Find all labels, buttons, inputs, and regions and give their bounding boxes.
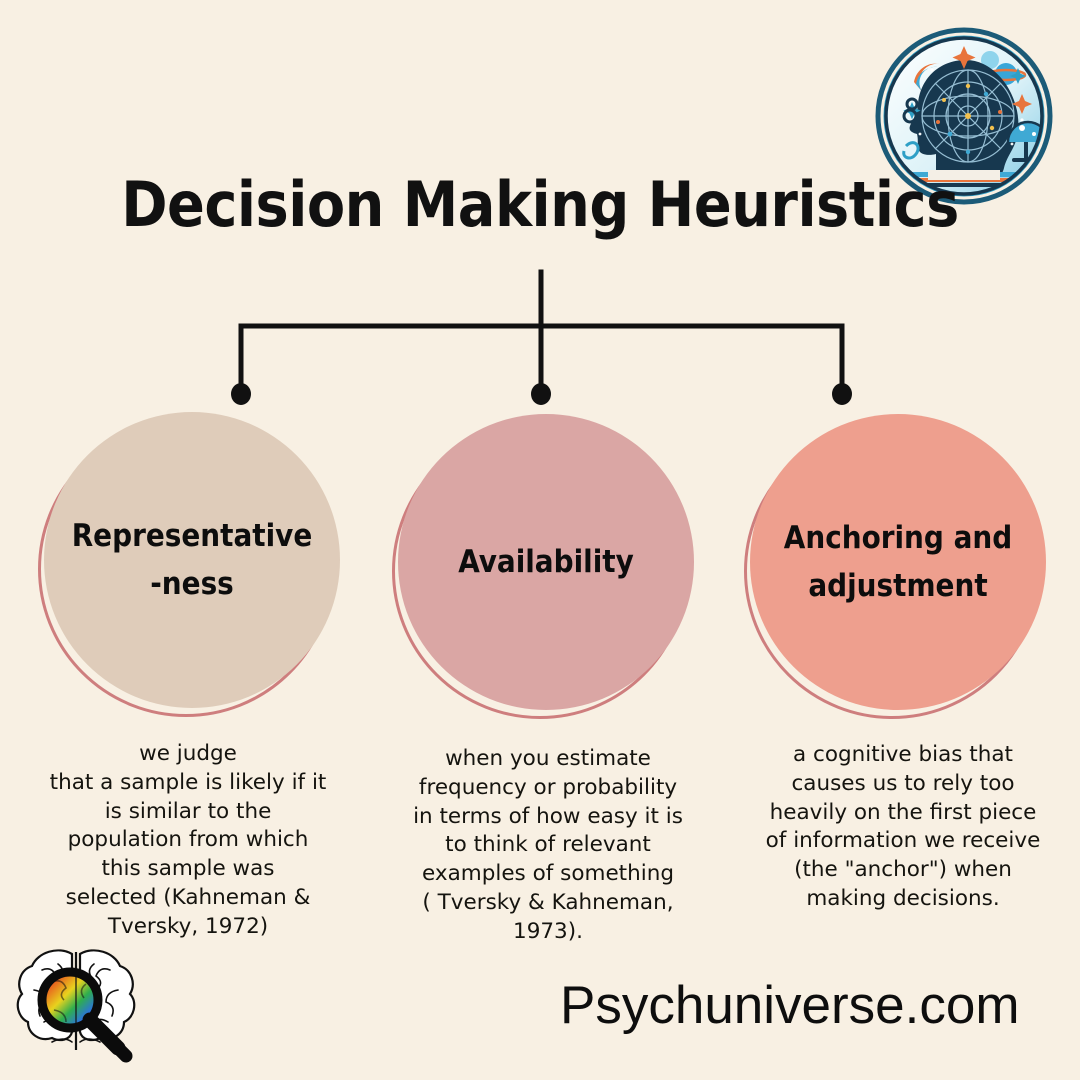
heuristic-circle-representativeness[interactable]: Representative -ness <box>38 412 340 717</box>
psychuniverse-badge-logo <box>872 24 1056 208</box>
circle-label: Representative -ness <box>71 517 313 602</box>
caption-anchoring-and-adjustment: a cognitive bias that causes us to rely … <box>765 742 1041 911</box>
heuristic-circle-anchoring-and-adjustment[interactable]: Anchoring and adjustment <box>744 414 1046 719</box>
page-title: Decision Making Heuristics <box>121 168 959 241</box>
site-brand: Psychuniverse.com <box>560 976 1020 1035</box>
circle-disc: Availability <box>398 414 694 710</box>
connector-lines <box>0 255 1080 415</box>
connector-node-3 <box>832 383 852 405</box>
connector-node-2 <box>531 383 551 405</box>
circle-label: Anchoring and adjustment <box>783 519 1013 604</box>
circle-label: Availability <box>458 543 634 580</box>
brain-magnifier-logo <box>8 938 144 1074</box>
heuristic-circle-availability[interactable]: Availability <box>392 414 694 719</box>
circle-disc: Anchoring and adjustment <box>750 414 1046 710</box>
caption-representativeness: we judge that a sample is likely if it i… <box>49 741 327 939</box>
circle-disc: Representative -ness <box>44 412 340 708</box>
connector-node-1 <box>231 383 251 405</box>
caption-availability: when you estimate frequency or probabili… <box>413 746 683 944</box>
